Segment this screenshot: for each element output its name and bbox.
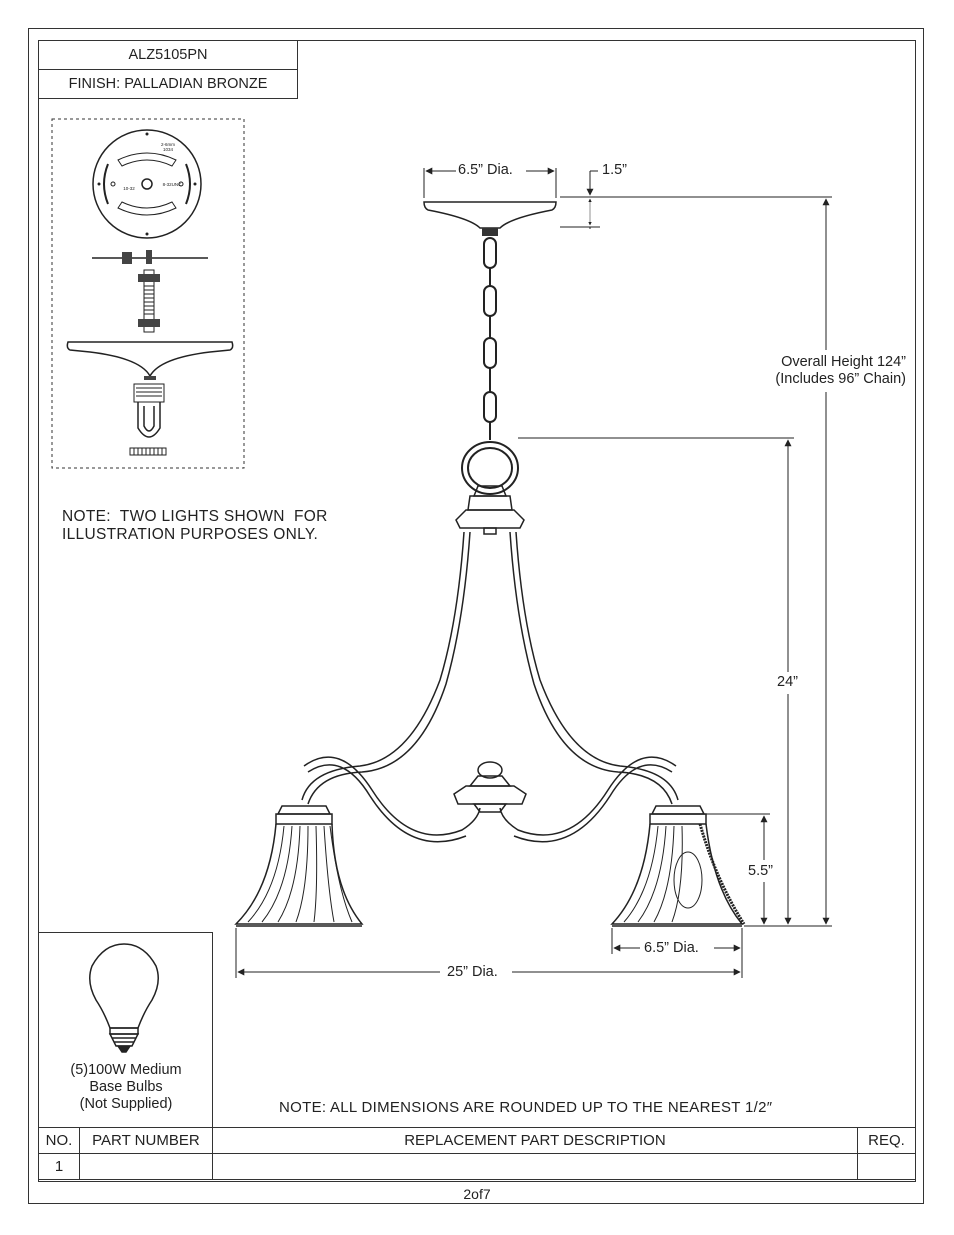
canopy-diameter-label: 6.5” Dia. [456, 162, 515, 178]
header-no: NO. [38, 1127, 80, 1154]
inner-border [38, 40, 916, 1182]
illustration-note-line1: NOTE: TWO LIGHTS SHOWN FOR [62, 508, 328, 525]
finish-label: FINISH: PALLADIAN BRONZE [68, 76, 268, 92]
plate-label-left: 10-32 [123, 186, 135, 191]
plate-label-right: 8-32UNC [163, 182, 183, 187]
outer-border [28, 28, 924, 1204]
illustration-note: NOTE: TWO LIGHTS SHOWN FOR ILLUSTRATION … [62, 508, 328, 544]
illustration-note-line2: ILLUSTRATION PURPOSES ONLY. [62, 526, 319, 543]
rounding-note: NOTE: ALL DIMENSIONS ARE ROUNDED UP TO T… [279, 1099, 773, 1116]
header-description: REPLACEMENT PART DESCRIPTION [211, 1127, 859, 1154]
bulb-line1: (5)100W Medium [70, 1062, 182, 1078]
mounting-hardware-detail: 2-6mm 1034 10-32 8-32UNC [51, 118, 245, 469]
right-shade [610, 805, 746, 927]
row-no: 1 [38, 1153, 80, 1180]
center-finial [453, 761, 527, 813]
body-height-label: 24” [775, 674, 800, 690]
row-req [857, 1153, 916, 1180]
bulb-icon [89, 943, 159, 1053]
plate-label-top2: 1034 [163, 147, 174, 152]
left-shade [234, 805, 364, 927]
dimension-lines [235, 167, 832, 978]
plate-label-top: 2-6mm [161, 142, 175, 147]
overall-height-line1: Overall Height 124” [781, 354, 906, 370]
threaded-nipple [138, 269, 160, 333]
fixture-arms [301, 531, 679, 843]
model-number: ALZ5105PN [128, 47, 208, 63]
fixture-canopy [423, 201, 557, 236]
row-description [211, 1153, 859, 1180]
header-req: REQ. [857, 1127, 916, 1154]
fixture-hub [455, 485, 525, 535]
canopy-height-label: 1.5” [600, 162, 629, 178]
fixture-diameter-label: 25” Dia. [445, 964, 500, 980]
overall-height-label: Overall Height 124” (Includes 96” Chain) [748, 354, 908, 388]
replacement-parts-table: NO. PART NUMBER REPLACEMENT PART DESCRIP… [38, 1127, 916, 1180]
shade-diameter-label: 6.5” Dia. [642, 940, 701, 956]
page-number: 2of7 [463, 1186, 491, 1202]
fixture-loop [461, 441, 519, 495]
overall-height-line2: (Includes 96” Chain) [775, 371, 906, 387]
bulb-info-text: (5)100W Medium Base Bulbs (Not Supplied) [40, 1062, 212, 1113]
header-part-number: PART NUMBER [78, 1127, 213, 1154]
table-row: 1 [38, 1153, 916, 1180]
bulb-line3: (Not Supplied) [79, 1096, 173, 1112]
chain [483, 237, 497, 440]
finish-box: FINISH: PALLADIAN BRONZE [38, 69, 298, 99]
crossbar-plate: 2-6mm 1034 10-32 8-32UNC [92, 129, 202, 239]
bulb-line2: Base Bulbs [89, 1079, 163, 1095]
table-header-row: NO. PART NUMBER REPLACEMENT PART DESCRIP… [38, 1127, 916, 1154]
shade-height-label: 5.5” [746, 863, 775, 879]
row-part-number [78, 1153, 213, 1180]
